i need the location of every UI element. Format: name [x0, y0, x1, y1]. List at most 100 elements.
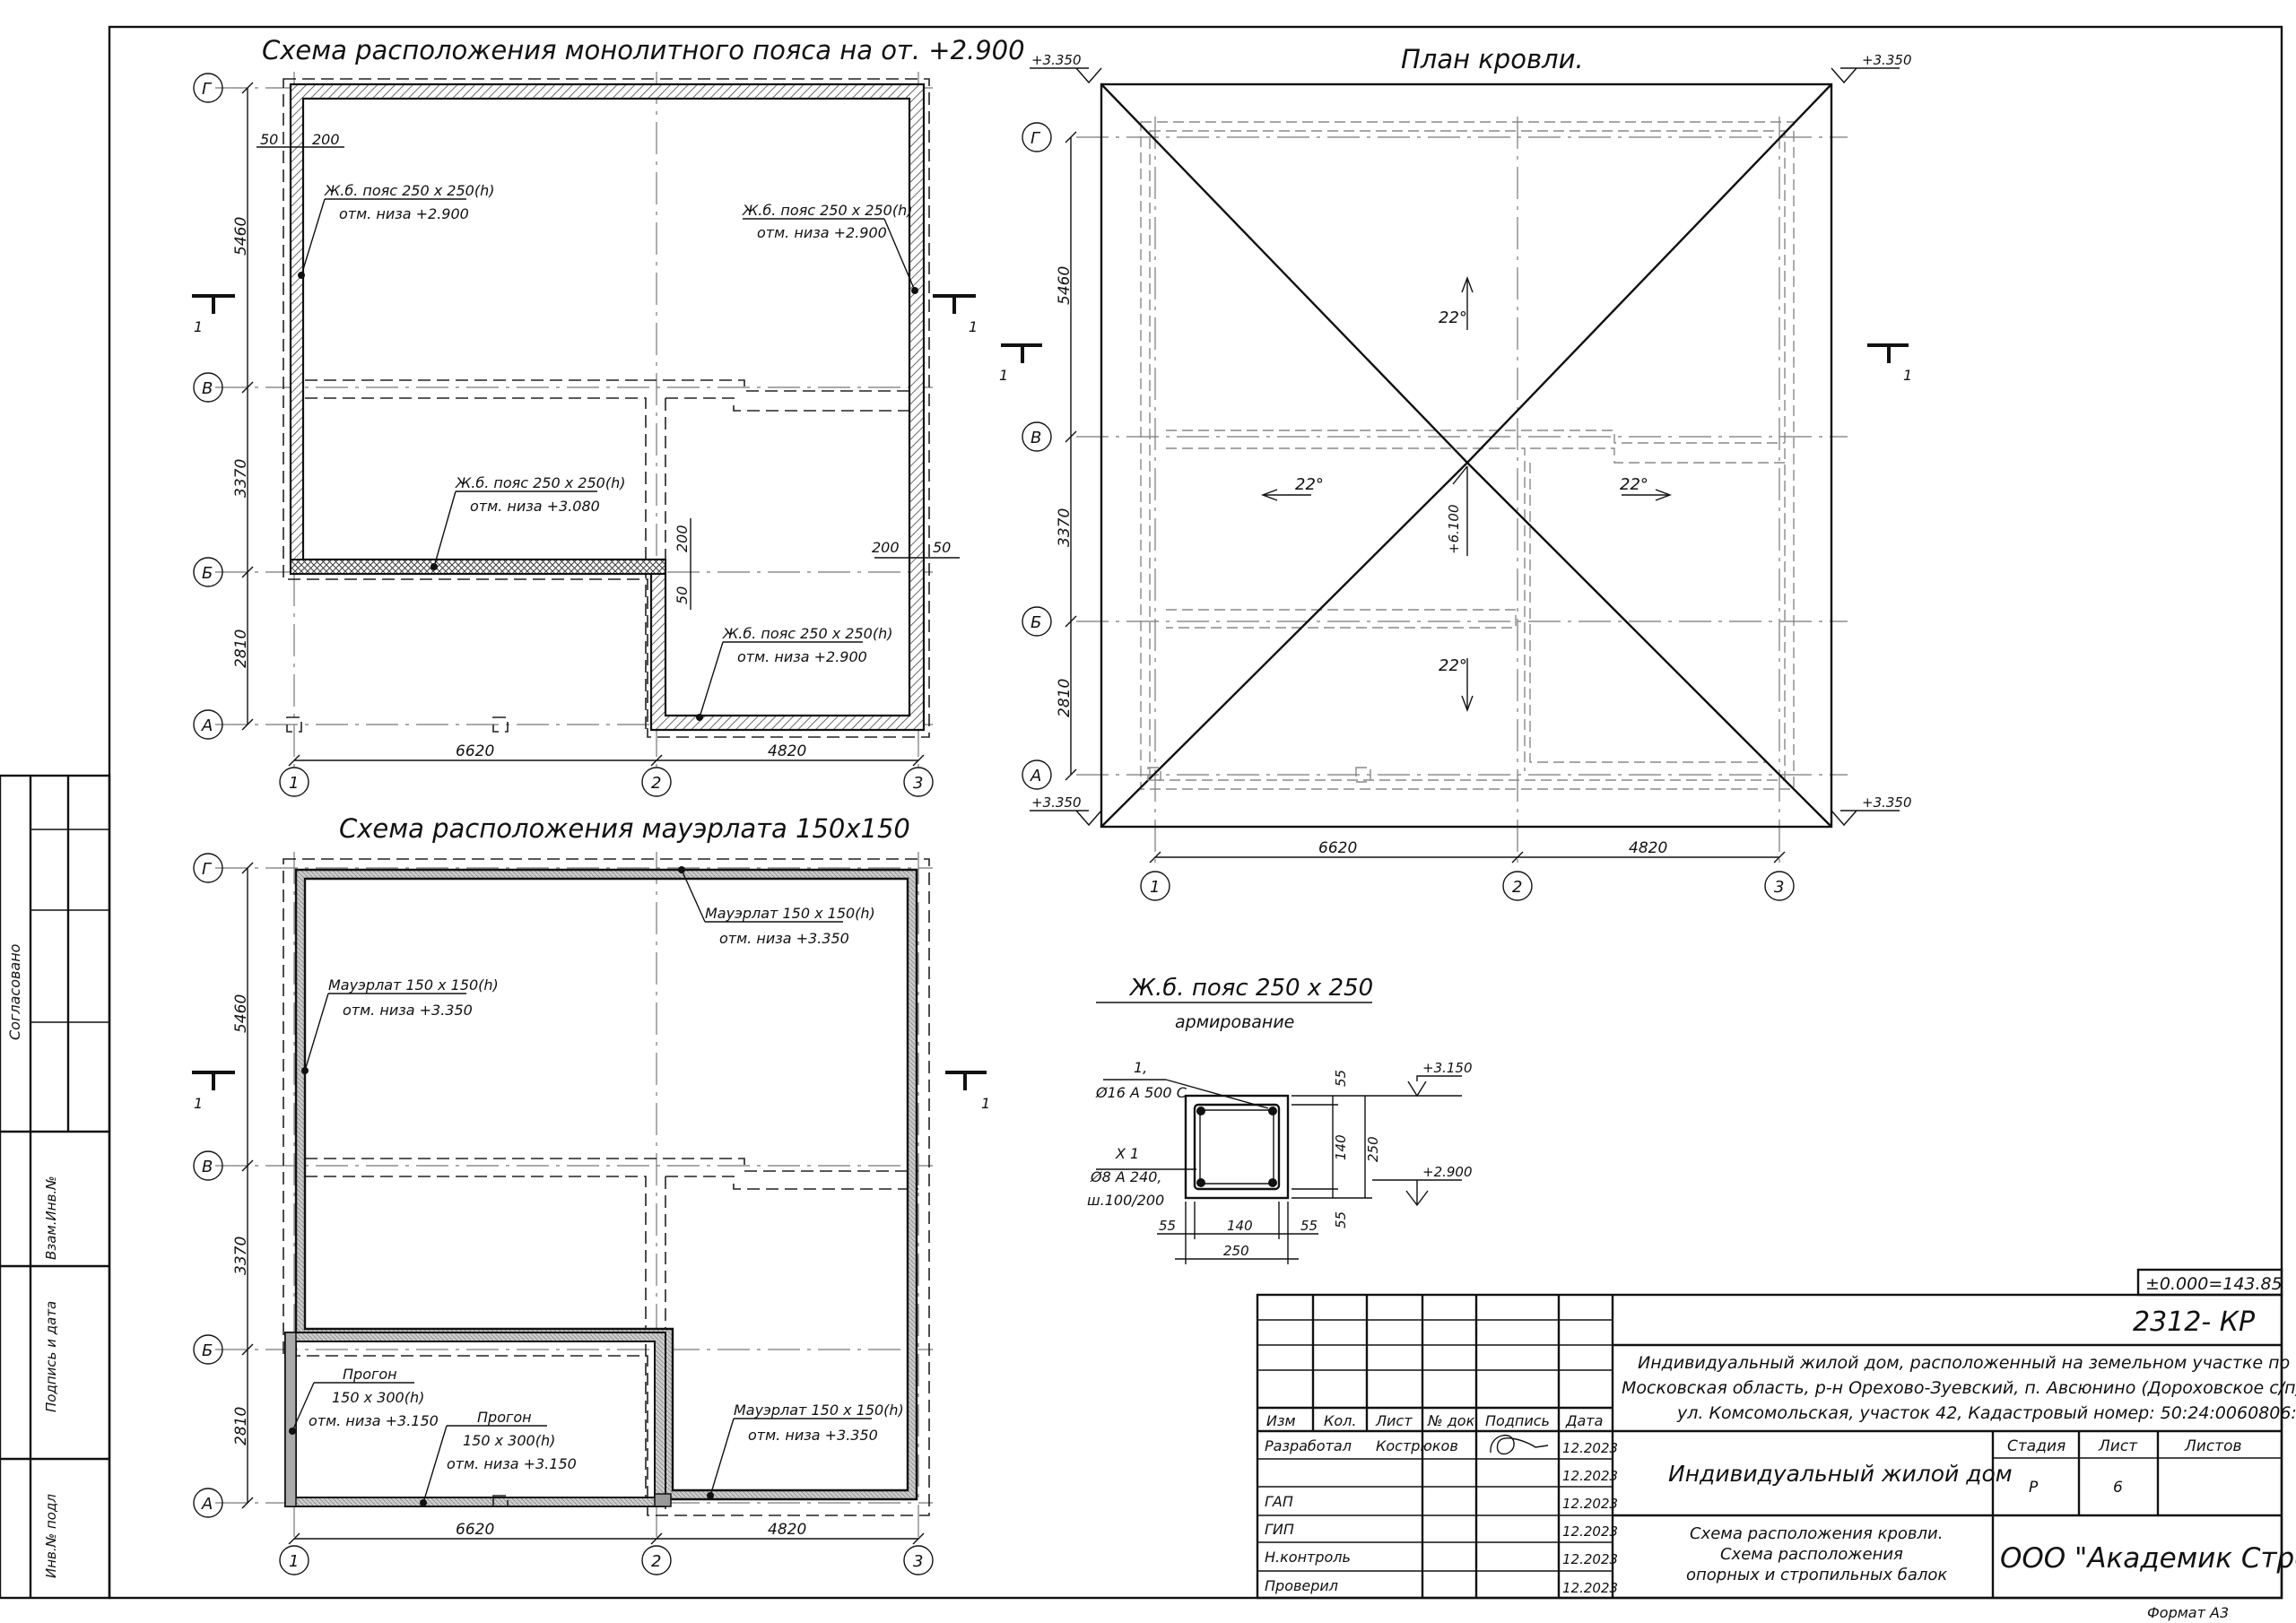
belt-section-mark-left: 1 — [194, 318, 203, 335]
svg-text:22°: 22° — [1620, 475, 1648, 494]
belt-dim-200-right: 200 — [872, 539, 900, 556]
mauerlat-axis-bubbles: Г В Б А 1 2 3 — [193, 853, 934, 1575]
belt-section-detail: Ж.б. пояс 250 х 250 армирование 1, Ø16 А… — [1087, 975, 1473, 1264]
svg-text:+3.350: +3.350 — [1862, 52, 1912, 68]
mauerlat-dim-y1: 5460 — [232, 994, 250, 1033]
address-line-1: Индивидуальный жилой дом, расположенный … — [1638, 1353, 2296, 1373]
format-label: Формат А3 — [2147, 1604, 2229, 1621]
roof-slope-arrows: 22° 22° 22° 22° — [1261, 276, 1672, 712]
section-stirrup-mark: Х 1 — [1115, 1145, 1139, 1162]
mauerlat-dim-y2: 3370 — [232, 1237, 250, 1275]
belt-dim-x1: 6620 — [456, 742, 494, 760]
title-block: ±0.000=143.85 Изм Кол. Лист № док. По — [1256, 1268, 2296, 1600]
company-name: ООО "Академик Строй" — [2000, 1542, 2296, 1575]
svg-text:3: 3 — [1774, 878, 1784, 897]
belt-dim-y3: 2810 — [232, 629, 250, 668]
svg-text:22°: 22° — [1295, 475, 1324, 494]
section-rebar-mark: 1, — [1134, 1059, 1147, 1076]
svg-text:Б: Б — [1031, 613, 1041, 632]
svg-text:+3.350: +3.350 — [1031, 52, 1082, 68]
section-rebar-spec: Ø16 А 500 С — [1095, 1084, 1187, 1101]
mauerlat-note-1-sub: отм. низа +3.350 — [719, 930, 849, 947]
svg-text:ГАП: ГАП — [1265, 1493, 1293, 1510]
belt-dim-50-vert: 50 — [674, 586, 691, 604]
mauerlat-plan: Схема расположения мауэрлата 150х150 546… — [192, 813, 990, 1575]
svg-text:+3.350: +3.350 — [1031, 794, 1082, 811]
sheets-label: Листов — [2184, 1437, 2242, 1455]
belt-note-1-label: Ж.б. пояс 250 х 250(h) — [324, 182, 494, 199]
document-code: 2312- КР — [2133, 1306, 2256, 1338]
svg-text:12.2023: 12.2023 — [1562, 1551, 1618, 1567]
mauerlat-note-2-label: Мауэрлат 150 х 150(h) — [328, 976, 499, 994]
side-stamp-agreed: Согласовано — [6, 943, 23, 1040]
section-subtitle: армирование — [1175, 1012, 1294, 1032]
stage-label: Стадия — [2007, 1437, 2066, 1455]
svg-text:Кол.: Кол. — [1324, 1412, 1356, 1429]
svg-text:1: 1 — [289, 774, 299, 793]
svg-text:№ док.: № док. — [1427, 1412, 1479, 1429]
stage-value: Р — [2029, 1479, 2039, 1497]
section-dim-55-right: 55 — [1300, 1218, 1318, 1234]
address-line-3: ул. Комсомольская, участок 42, Кадастров… — [1676, 1403, 2296, 1423]
mauerlat-dim-x2: 4820 — [768, 1521, 806, 1539]
svg-text:Г: Г — [202, 80, 213, 99]
side-stamp-replace-inv: Взам.Инв.№ — [43, 1176, 59, 1260]
svg-text:ГИП: ГИП — [1265, 1521, 1294, 1538]
svg-text:Подпись: Подпись — [1485, 1412, 1550, 1429]
developer-signature — [1490, 1434, 1549, 1455]
svg-text:А: А — [201, 1495, 213, 1514]
belt-dim-y2: 3370 — [232, 459, 250, 498]
section-dim-55-left: 55 — [1159, 1218, 1176, 1234]
svg-text:2: 2 — [1512, 878, 1522, 897]
svg-text:1: 1 — [289, 1552, 299, 1571]
belt-dim-y1: 5460 — [232, 217, 250, 256]
svg-text:Проверил: Проверил — [1265, 1577, 1338, 1594]
svg-text:+3.350: +3.350 — [1862, 794, 1912, 811]
svg-text:2: 2 — [651, 774, 661, 793]
roof-dim-x2: 4820 — [1629, 839, 1667, 857]
section-dim-140-right: 140 — [1333, 1134, 1349, 1160]
section-top-level: +3.150 — [1422, 1060, 1473, 1076]
side-stamp-inv-no: Инв.№ подл — [43, 1494, 59, 1578]
svg-text:3: 3 — [913, 774, 923, 793]
section-dim-250-right: 250 — [1365, 1136, 1381, 1162]
sheet-value: 6 — [2113, 1479, 2123, 1497]
roof-dim-y2: 3370 — [1056, 508, 1074, 547]
svg-text:2: 2 — [651, 1552, 661, 1571]
purlin-2-sub: отм. низа +3.150 — [447, 1455, 577, 1472]
svg-text:12.2023: 12.2023 — [1562, 1440, 1618, 1456]
belt-note-1-sub: отм. низа +2.900 — [339, 205, 469, 222]
section-stirrup-step: ш.100/200 — [1087, 1192, 1164, 1209]
roof-corner-levels: +3.350 +3.350 +3.350 +3.350 — [1030, 52, 1912, 827]
belt-note-4-label: Ж.б. пояс 250 х 250(h) — [722, 625, 892, 642]
section-bottom-level: +2.900 — [1422, 1164, 1473, 1180]
purlin-2-size: 150 х 300(h) — [463, 1432, 555, 1449]
belt-section-mark-right: 1 — [969, 318, 978, 335]
belt-note-2-label: Ж.б. пояс 250 х 250(h) — [742, 202, 912, 219]
project-name: Индивидуальный жилой дом — [1668, 1461, 2013, 1487]
mauerlat-note-1-label: Мауэрлат 150 х 150(h) — [705, 905, 875, 922]
roof-axis-bubbles: Г В Б А 1 2 3 — [1022, 122, 1795, 901]
sheet-title-line-2: Схема расположения — [1720, 1545, 1903, 1564]
roof-plan: План кровли. +3.350 +3.350 +3.350 — [999, 44, 1912, 901]
mauerlat-section-mark-right: 1 — [981, 1095, 990, 1112]
svg-text:12.2023: 12.2023 — [1562, 1580, 1618, 1596]
svg-text:Г: Г — [202, 860, 213, 879]
purlin-1-size: 150 х 300(h) — [332, 1389, 424, 1406]
roof-section-mark-right: 1 — [1903, 367, 1912, 384]
svg-text:В: В — [202, 379, 213, 398]
belt-note-3-label: Ж.б. пояс 250 х 250(h) — [455, 474, 625, 491]
title-block-dates: 12.2023 12.2023 12.2023 12.2023 12.2023 … — [1562, 1440, 1618, 1596]
belt-dim-x2: 4820 — [768, 742, 806, 760]
sheet-label: Лист — [2098, 1437, 2138, 1455]
zero-mark: ±0.000=143.85 — [2145, 1274, 2283, 1294]
title-block-col-headers: Изм Кол. Лист № док. Подпись Дата — [1266, 1412, 1603, 1429]
svg-text:Г: Г — [1031, 129, 1041, 148]
belt-plan-title: Схема расположения монолитного пояса на … — [262, 35, 1025, 65]
side-stamp: Согласовано Взам.Инв.№ Подпись и дата Ин… — [0, 774, 111, 1600]
developer-name: Кострюков — [1376, 1437, 1458, 1454]
svg-text:Б: Б — [202, 1341, 213, 1360]
svg-text:12.2023: 12.2023 — [1562, 1468, 1618, 1484]
section-dim-55-top: 55 — [1333, 1070, 1349, 1087]
